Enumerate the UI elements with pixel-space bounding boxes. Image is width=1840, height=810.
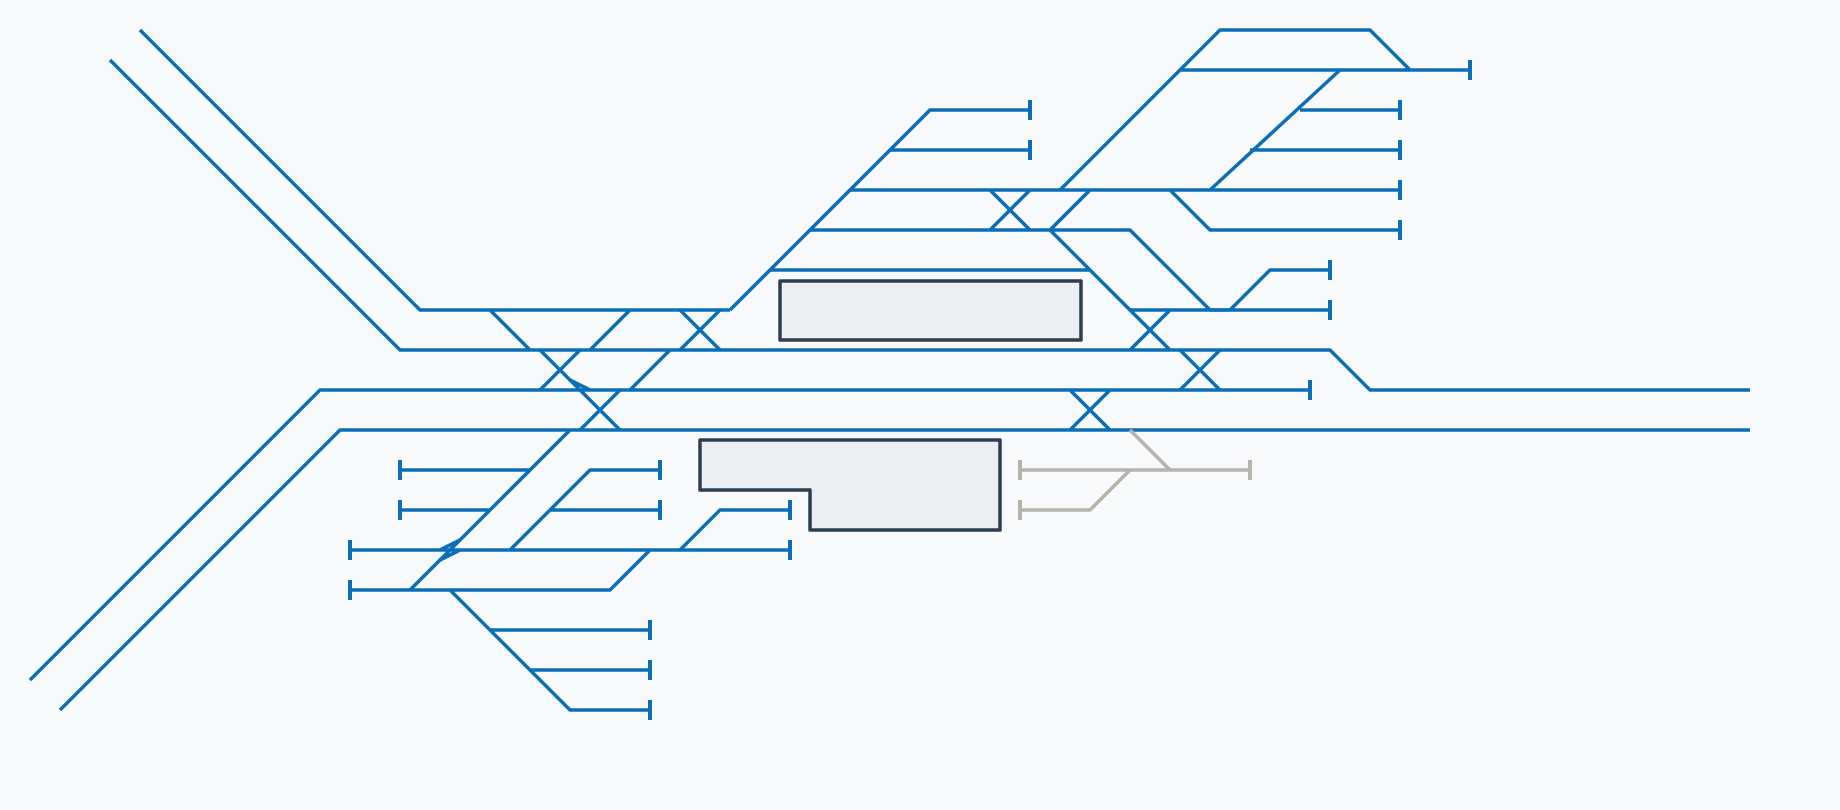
diagonal-to-north-yard [728, 108, 1030, 312]
west-crossover-9 [578, 388, 622, 432]
ne-diagonal [1058, 28, 1412, 192]
east-crossover-1 [1128, 308, 1172, 352]
station-building-north [778, 279, 1083, 342]
inactive-tracks [1020, 428, 1250, 512]
inactive-siding-510 [1020, 468, 1132, 512]
sw-kink-2 [439, 548, 461, 562]
sw-kink-1 [439, 538, 461, 552]
buildings [698, 279, 1083, 532]
inactive-diagonal [1128, 428, 1172, 472]
north-crossover-2 [988, 188, 1032, 232]
approach-track-nw-2 [108, 58, 1750, 392]
active-tracks [28, 28, 1750, 712]
approach-track-nw-1 [138, 28, 730, 312]
buffer-stops-inactive [1018, 460, 1252, 520]
west-crossover-6 [538, 348, 582, 392]
ne-branch-down [1168, 188, 1400, 232]
station-building-south [698, 438, 1002, 532]
east-branch [1228, 268, 1330, 312]
east-connector [1048, 188, 1092, 232]
west-crossover-2 [588, 308, 632, 352]
east-crossover-3 [1178, 348, 1222, 392]
west-crossover-1 [488, 308, 532, 352]
sw-branch-2 [678, 508, 790, 552]
sw-fan-diagonal [448, 588, 650, 712]
approach-track-sw-1 [28, 388, 1310, 682]
west-crossover-5 [538, 348, 622, 432]
ne-diagonal-2 [1208, 68, 1342, 192]
sw-track-590 [350, 548, 652, 592]
sw-branch-1 [508, 468, 660, 552]
buffer-stops-active [348, 60, 1472, 720]
west-crossover-7 [569, 378, 591, 392]
approach-track-sw-2 [58, 428, 1750, 712]
west-crossover-4 [678, 308, 722, 352]
west-crossover-8 [628, 348, 672, 392]
center-crossover-2 [1068, 388, 1112, 432]
